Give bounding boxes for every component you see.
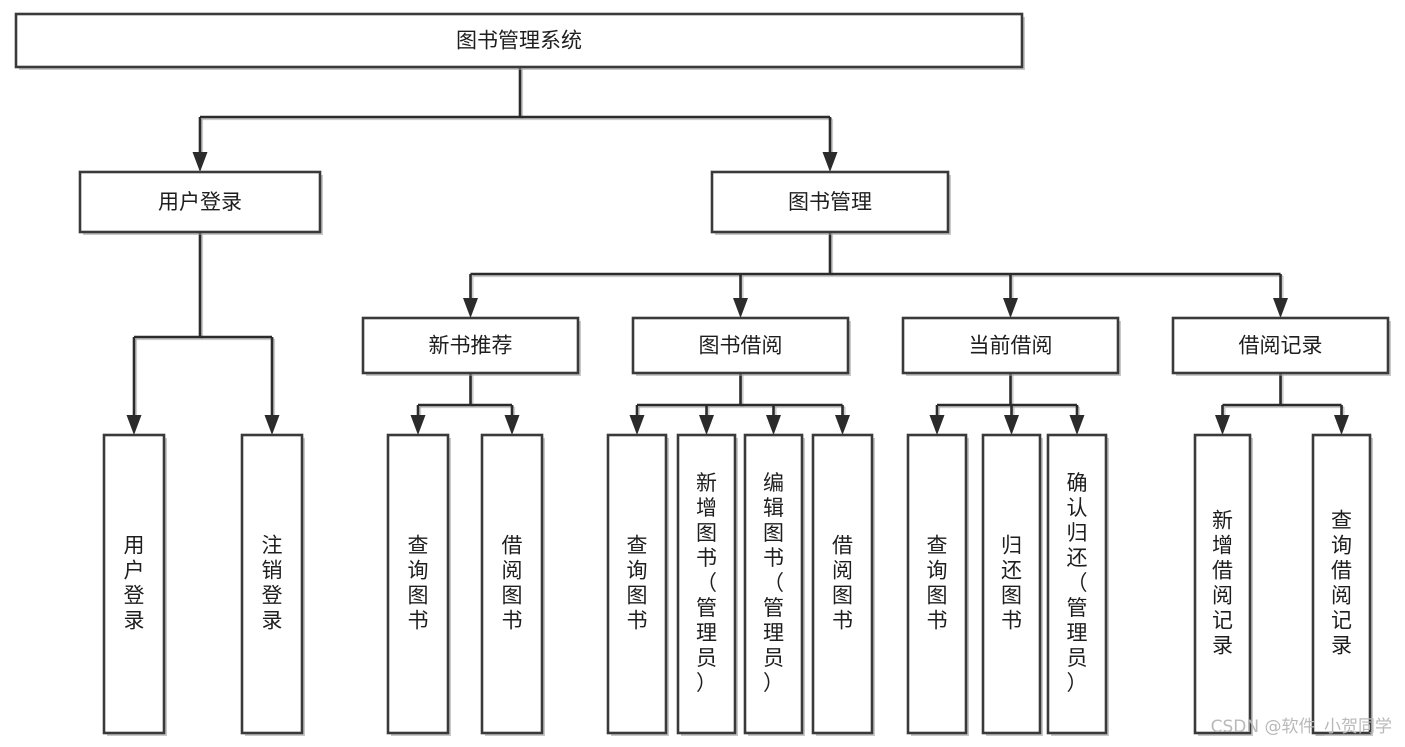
arrow-head-icon [1003, 298, 1018, 318]
node-rect[interactable] [710, 170, 950, 234]
node-label: 查询图书 [627, 534, 648, 633]
node-label: 图书借阅 [699, 334, 783, 358]
node-label: 编辑图书（管理员） [763, 471, 784, 695]
node-leaf-user-login[interactable]: 用户登录 [102, 433, 167, 736]
arrow-head-icon [699, 415, 714, 435]
node-leaf-confirm-return[interactable]: 确认归还（管理员） [1046, 433, 1109, 736]
node-label: 新书推荐 [429, 334, 513, 358]
node-book-manage[interactable]: 图书管理 [710, 170, 951, 235]
node-label: 新增借阅记录 [1212, 509, 1233, 658]
node-leaf-query-book-borrow[interactable]: 查询图书 [606, 433, 669, 736]
node-user-login[interactable]: 用户登录 [78, 170, 323, 235]
node-rect[interactable] [14, 12, 1024, 69]
node-rect[interactable] [102, 433, 166, 735]
node-leaf-return-book[interactable]: 归还图书 [981, 433, 1043, 736]
node-label: 当前借阅 [969, 334, 1053, 358]
node-rect[interactable] [676, 433, 737, 735]
node-rect[interactable] [631, 316, 850, 375]
node-book-borrow[interactable]: 图书借阅 [631, 316, 851, 376]
node-leaf-edit-book[interactable]: 编辑图书（管理员） [743, 433, 805, 736]
node-rect[interactable] [1046, 433, 1108, 735]
node-rect[interactable] [743, 433, 804, 735]
node-new-book-rec[interactable]: 新书推荐 [361, 316, 581, 376]
node-rect[interactable] [386, 433, 450, 735]
arrow-head-icon [463, 298, 478, 318]
node-label: 确认归还（管理员） [1067, 471, 1088, 695]
node-label: 查询图书 [408, 534, 429, 633]
node-label: 归还图书 [1001, 534, 1022, 633]
node-rect[interactable] [240, 433, 304, 735]
node-label: 用户登录 [124, 534, 145, 633]
arrow-head-icon [629, 415, 645, 435]
arrow-head-icon [1004, 415, 1019, 435]
node-label: 图书管理系统 [456, 29, 582, 53]
node-leaf-query-book-cur[interactable]: 查询图书 [906, 433, 969, 736]
node-rect[interactable] [1171, 316, 1390, 375]
arrow-head-icon [410, 415, 426, 435]
node-leaf-add-book[interactable]: 新增图书（管理员） [676, 433, 738, 736]
node-leaf-add-record[interactable]: 新增借阅记录 [1193, 433, 1253, 736]
arrow-head-icon [126, 415, 142, 435]
node-leaf-borrow-book[interactable]: 借阅图书 [811, 433, 875, 736]
node-rect[interactable] [981, 433, 1042, 735]
node-current-borrow[interactable]: 当前借阅 [901, 316, 1121, 376]
arrow-head-icon [504, 415, 520, 435]
node-rect[interactable] [1193, 433, 1252, 735]
node-root[interactable]: 图书管理系统 [14, 12, 1025, 70]
csdn-watermark: CSDN @软件_小贺同学 [1211, 717, 1392, 737]
node-rect[interactable] [78, 170, 322, 234]
arrow-head-icon [1334, 415, 1349, 435]
arrow-head-icon [1069, 415, 1085, 435]
node-label: 新增图书（管理员） [696, 471, 717, 695]
node-rect[interactable] [901, 316, 1120, 375]
arrow-head-icon [264, 415, 280, 435]
arrow-head-icon [1215, 415, 1230, 435]
node-rect[interactable] [811, 433, 874, 735]
node-label: 图书管理 [788, 190, 872, 214]
node-label: 借阅记录 [1239, 334, 1323, 358]
node-leaf-query-book-rec[interactable]: 查询图书 [386, 433, 451, 736]
node-layer: 图书管理系统用户登录图书管理新书推荐图书借阅当前借阅借阅记录用户登录注销登录查询… [14, 12, 1391, 736]
node-rect[interactable] [906, 433, 968, 735]
node-label: 用户登录 [158, 190, 242, 214]
arrow-head-icon [733, 298, 748, 318]
node-label: 借阅图书 [502, 534, 523, 633]
arrow-head-icon [192, 152, 208, 172]
node-rect[interactable] [606, 433, 668, 735]
arrow-head-icon [835, 415, 850, 435]
node-label: 注销登录 [262, 534, 283, 633]
connector-layer [126, 67, 1349, 435]
arrow-head-icon [929, 415, 945, 435]
arrow-head-icon [1273, 298, 1288, 318]
arrow-head-icon [822, 152, 838, 172]
node-leaf-borrow-book-rec[interactable]: 借阅图书 [480, 433, 545, 736]
node-borrow-record[interactable]: 借阅记录 [1171, 316, 1391, 376]
node-label: 借阅图书 [832, 534, 853, 633]
node-rect[interactable] [361, 316, 580, 375]
node-rect[interactable] [480, 433, 544, 735]
node-label: 查询借阅记录 [1331, 509, 1352, 658]
arrow-head-icon [766, 415, 781, 435]
node-leaf-query-record[interactable]: 查询借阅记录 [1311, 433, 1373, 736]
node-rect[interactable] [1311, 433, 1372, 735]
node-label: 查询图书 [927, 534, 948, 633]
node-leaf-logout[interactable]: 注销登录 [240, 433, 305, 736]
